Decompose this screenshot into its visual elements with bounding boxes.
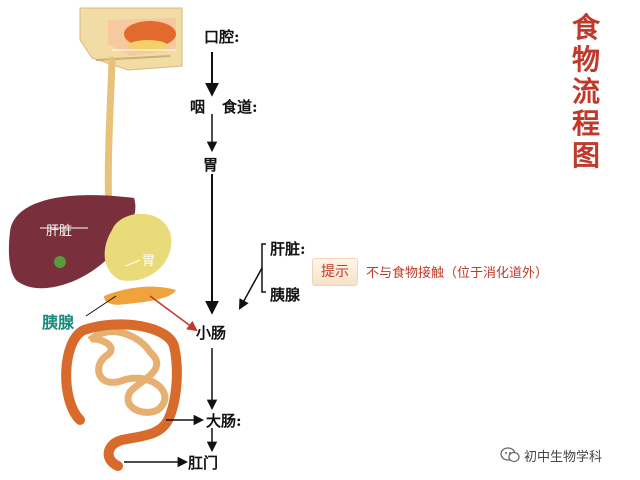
pancreas-shape: [104, 286, 176, 305]
label-mouth: 口腔:: [204, 28, 240, 46]
label-anus: 肛门: [188, 454, 219, 472]
arrow-pancreas-red: [149, 295, 198, 332]
title-char: 物: [571, 43, 600, 76]
label-gland-pancreas: 胰腺: [270, 286, 301, 304]
pancreas-pointer: [85, 295, 117, 317]
watermark: 初中生物学科: [500, 444, 602, 466]
large-intestine-shape: [61, 319, 182, 471]
organ-label-stomach: 胃: [142, 254, 156, 269]
label-stomach: 胃: [203, 156, 219, 174]
head-illustration: [79, 7, 183, 71]
title-char: 图: [571, 139, 600, 172]
label-esophagus: 食道:: [222, 98, 258, 116]
organ-label-liver: 肝脏: [46, 224, 73, 239]
title-char: 流: [571, 75, 600, 108]
label-pharynx: 咽: [190, 98, 206, 116]
label-gland-liver: 肝脏:: [270, 240, 306, 258]
watermark-text: 初中生物学科: [524, 449, 603, 465]
organ-label-pancreas: 胰腺: [42, 313, 75, 332]
liver-shape: [8, 195, 136, 289]
hint-badge: 提示: [312, 258, 358, 286]
hint-text: 不与食物接触（位于消化道外）: [366, 266, 549, 281]
small-intestine-shape: [87, 328, 169, 416]
title-char: 食: [571, 11, 600, 44]
label-large-intestine: 大肠:: [206, 412, 242, 430]
glands-bracket: [261, 243, 266, 293]
label-small-intestine: 小肠: [196, 324, 227, 342]
title-char: 程: [571, 107, 600, 140]
stomach-shape: [104, 213, 172, 281]
diagram-title: 食 物 流 程 图: [566, 12, 606, 172]
arrow-glands-small-intestine: [238, 267, 263, 310]
chat-bubble-icon: [500, 447, 520, 463]
